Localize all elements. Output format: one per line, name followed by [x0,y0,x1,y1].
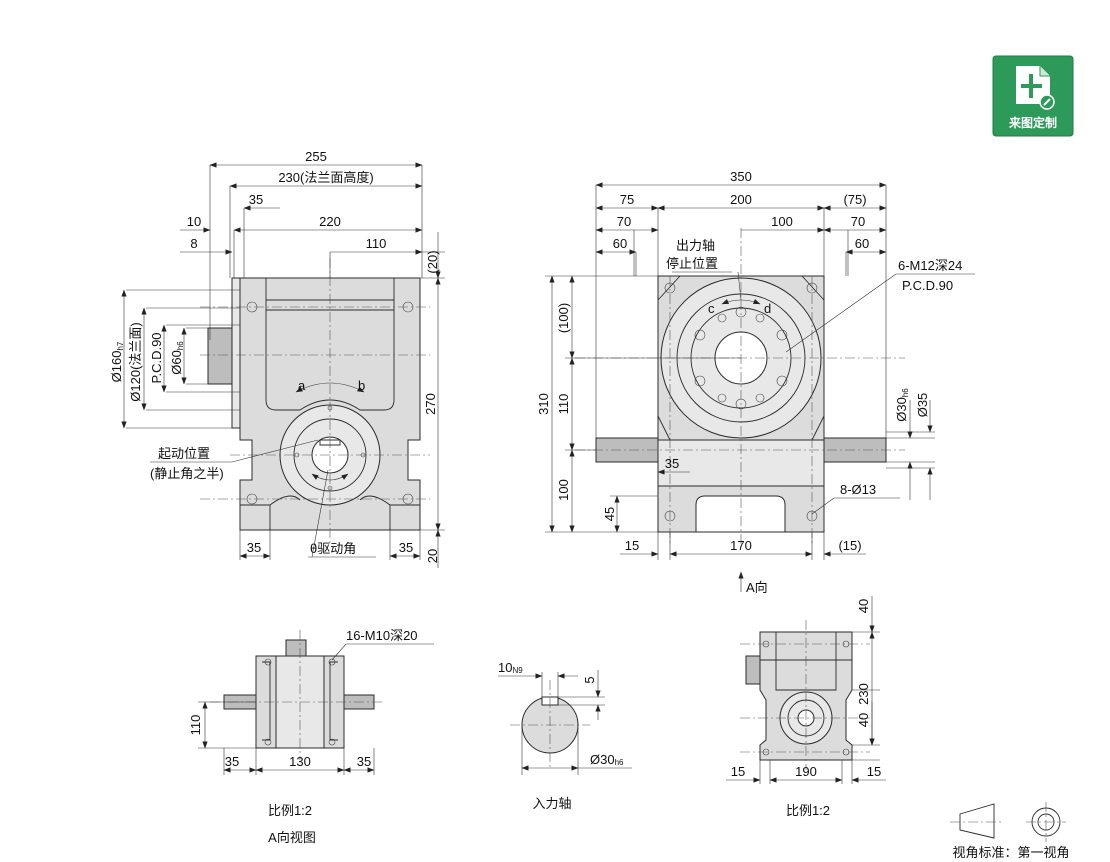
left-dim-phi160: Ø160 [109,351,124,383]
right-dim-310: 310 [536,393,551,415]
custom-drawing-icon [1016,66,1055,110]
projection-symbol: 视角标准：第一视角 [950,802,1070,860]
svg-text:Ø30h6: Ø30h6 [894,388,910,422]
left-start-position: 起动位置 [158,446,210,461]
left-dim-270: 270 [423,393,438,415]
left-theta-label: θ驱动角 [310,541,356,556]
left-label-a: a [298,378,306,393]
right-view: 350 75 200 (75) 70 100 70 60 60 (100) 31… [536,169,975,595]
left-start-note: (静止角之半) [150,466,224,481]
right-dim-15-paren: (15) [838,538,861,553]
right-dim-phi30: Ø30 [894,397,909,422]
left-dim-10: 10 [187,214,201,229]
left-dim-phi120: Ø120(法兰面) [128,322,143,401]
svg-text:Ø30h6: Ø30h6 [590,752,624,767]
right-holes-pcd: P.C.D.90 [902,278,953,293]
right-base-holes-callout: 8-Ø13 [840,482,876,497]
shaft-dim-5: 5 [582,676,597,683]
right-dim-70-l: 70 [617,214,631,229]
right-label-c: c [708,301,715,316]
small-dim-190: 190 [795,764,817,779]
badge-label: 来图定制 [1008,115,1057,130]
left-dim-35-l: 35 [247,540,261,555]
right-dim-200: 200 [730,192,752,207]
left-dim-220: 220 [319,214,341,229]
right-dim-phi35: Ø35 [915,393,930,418]
svg-text:Ø60h6: Ø60h6 [169,341,185,375]
right-dim-350: 350 [730,169,752,184]
right-stop-position-label: 停止位置 [666,256,718,271]
right-dim-110: 110 [556,394,571,415]
view-a-dim-130: 130 [289,754,311,769]
left-view: 255 230(法兰面高度) 35 10 220 8 110 (20) 270 … [109,149,445,568]
right-dim-75: 75 [620,192,634,207]
left-dim-phi160-tol: h7 [116,341,125,350]
shaft-dim-phi30: Ø30 [590,752,615,767]
projection-cone-icon [959,803,995,839]
left-dim-230: 230(法兰面高度) [278,170,373,185]
small-side-view: 40 230 40 15 190 15 比例1:2 [726,596,886,818]
right-dim-100-b: 100 [556,479,571,501]
small-dim-40-bot: 40 [856,713,871,727]
left-dim-phi60: Ø60 [169,350,184,375]
right-dim-75-paren: (75) [843,192,866,207]
right-dim-35: 35 [665,456,679,471]
left-dim-20-top: (20) [425,250,440,273]
projection-circle-icon [1026,802,1066,842]
left-dim-8: 8 [190,236,197,251]
small-dim-15-r: 15 [867,764,881,779]
custom-drawing-badge[interactable]: 来图定制 [992,55,1074,137]
small-dim-40-top: 40 [856,599,871,613]
svg-text:Ø160h7: Ø160h7 [109,341,125,382]
view-a-dim-110: 110 [188,715,203,736]
left-dim-255: 255 [305,149,327,164]
small-dim-15-l: 15 [731,764,745,779]
shaft-dim-10: 10 [498,660,512,675]
input-shaft-section: 10N9 5 Ø30h6 入力轴 [498,660,632,811]
shaft-dim-10-tol: N9 [512,666,523,675]
shaft-dim-phi30-tol: h6 [615,758,624,767]
view-a-caption-scale: 比例1:2 [268,803,312,818]
projection-standard-label: 视角标准：第一视角 [952,845,1069,860]
left-dim-20-bot: 20 [425,549,440,563]
view-a: 16-M10深20 110 35 130 35 比例1:2 A向视图 [188,628,434,845]
right-dim-phi30-tol: h6 [901,388,910,397]
view-a-dim-35-r: 35 [357,754,371,769]
right-dim-100-v: (100) [556,303,571,333]
left-dim-110: 110 [366,236,387,251]
left-dim-phi60-tol: h6 [176,341,185,350]
view-a-callout: 16-M10深20 [346,628,418,643]
small-view-caption: 比例1:2 [786,803,830,818]
left-label-b: b [358,378,365,393]
svg-text:10N9: 10N9 [498,660,523,675]
left-dim-35-r: 35 [399,540,413,555]
right-label-d: d [764,301,771,316]
small-dim-230: 230 [856,683,871,705]
view-a-dim-35-l: 35 [225,754,239,769]
right-output-shaft-label: 出力轴 [676,238,715,253]
right-dim-170: 170 [730,538,752,553]
right-dim-60-l: 60 [613,236,627,251]
right-dim-100: 100 [771,214,793,229]
right-dim-15: 15 [625,538,639,553]
view-a-caption-title: A向视图 [268,830,316,845]
right-dim-70-r: 70 [851,214,865,229]
left-dim-pcd90: P.C.D.90 [149,332,164,383]
right-view-a-arrow-label: A向 [746,580,768,595]
right-holes-callout: 6-M12深24 [898,258,962,273]
right-dim-60-r: 60 [855,236,869,251]
right-dim-45: 45 [602,507,617,521]
shaft-caption: 入力轴 [532,796,571,811]
left-dim-35: 35 [249,192,263,207]
